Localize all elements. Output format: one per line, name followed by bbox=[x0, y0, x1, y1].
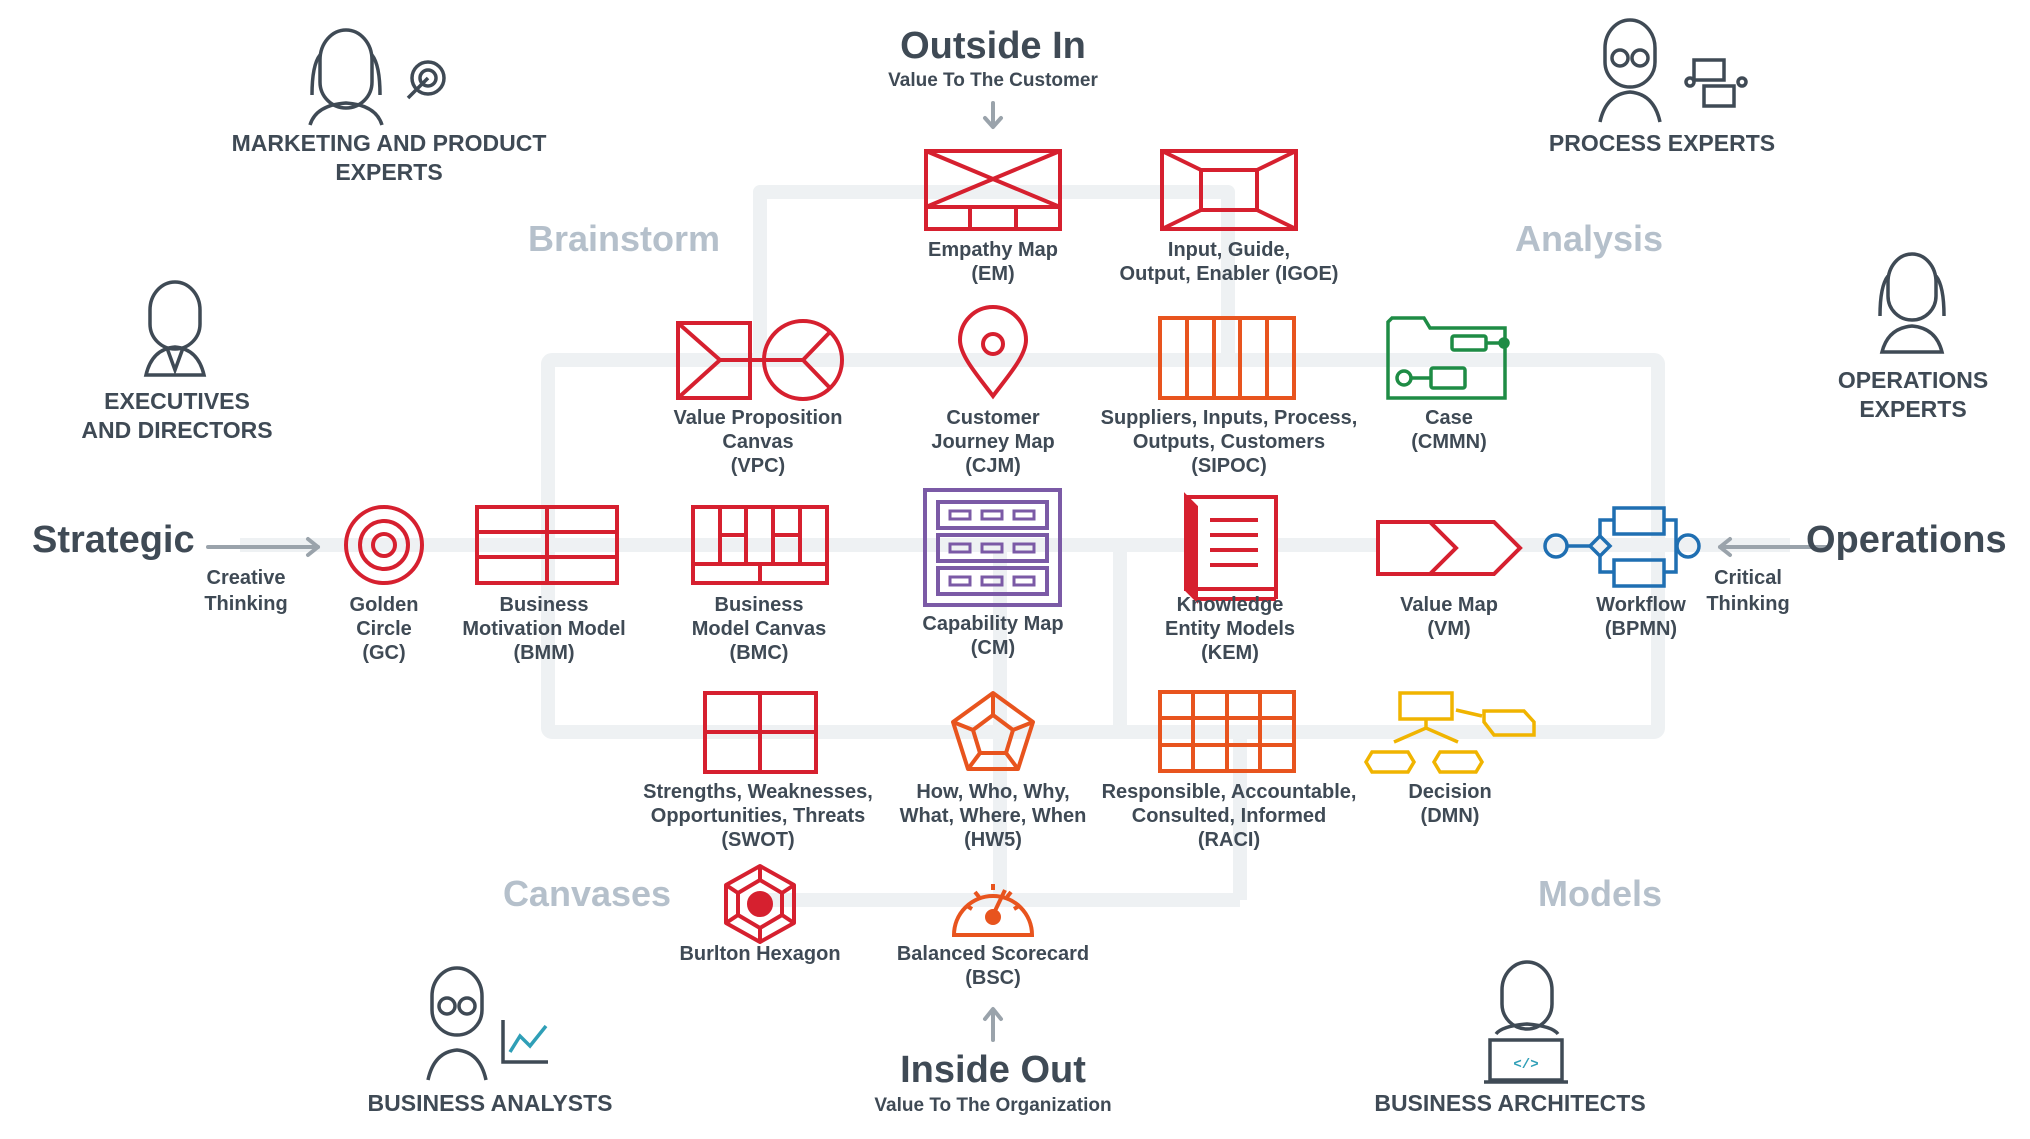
bmm-icon bbox=[475, 505, 619, 585]
analyst-persona-icon bbox=[426, 966, 548, 1081]
axis-bottom-subtitle: Value To The Organization bbox=[874, 1095, 1112, 1116]
label-burlton: Burlton Hexagon bbox=[679, 943, 841, 965]
architect-persona-icon: </> bbox=[1484, 960, 1568, 1084]
bpmn-workflow-icon bbox=[1543, 506, 1701, 588]
label-vm: Value Map(VM) bbox=[1400, 594, 1498, 640]
capability-map-icon bbox=[923, 488, 1062, 607]
empathy-map-icon bbox=[924, 149, 1062, 231]
value-map-icon bbox=[1376, 520, 1523, 576]
axis-right-title: Operations bbox=[1806, 519, 2007, 561]
label-raci: Responsible, Accountable,Consulted, Info… bbox=[1101, 781, 1357, 851]
label-dmn: Decision(DMN) bbox=[1408, 781, 1492, 827]
cmmn-case-icon bbox=[1386, 316, 1510, 400]
quadrant-models: Models bbox=[1537, 873, 1663, 914]
golden-circle-icon bbox=[344, 505, 424, 585]
hw5-pentagon-icon bbox=[951, 691, 1035, 771]
label-bsc: Balanced Scorecard(BSC) bbox=[896, 943, 1090, 989]
operations-persona-icon bbox=[1878, 252, 1946, 354]
igoe-icon bbox=[1160, 149, 1298, 231]
bsc-gauge-icon bbox=[951, 884, 1035, 937]
label-em: Empathy Map(EM) bbox=[927, 239, 1059, 285]
axis-top-subtitle: Value To The Customer bbox=[888, 70, 1098, 91]
axis-bottom-title: Inside Out bbox=[900, 1049, 1086, 1091]
process-persona-icon bbox=[1598, 18, 1748, 123]
kem-book-icon bbox=[1184, 492, 1278, 604]
raci-grid-icon bbox=[1158, 690, 1296, 773]
label-igoe: Input, Guide,Output, Enabler (IGOE) bbox=[1119, 239, 1339, 285]
axis-arrows bbox=[206, 101, 1829, 1042]
sipoc-icon bbox=[1158, 316, 1296, 400]
label-swot: Strengths, Weaknesses,Opportunities, Thr… bbox=[643, 781, 873, 851]
axis-top-title: Outside In bbox=[900, 25, 1086, 67]
label-bpmn: Workflow(BPMN) bbox=[1596, 594, 1686, 640]
quadrant-canvases: Canvases bbox=[502, 873, 672, 914]
persona-process: PROCESS EXPERTS bbox=[1548, 130, 1776, 156]
burlton-hexagon-icon bbox=[724, 864, 796, 944]
label-cm: Capability Map(CM) bbox=[922, 613, 1064, 659]
cjm-pin-icon bbox=[957, 305, 1029, 400]
label-hw5: How, Who, Why,What, Where, When(HW5) bbox=[899, 781, 1087, 851]
label-cmmn: Case(CMMN) bbox=[1411, 407, 1487, 453]
marketing-persona-icon bbox=[308, 28, 446, 126]
quadrant-brainstorm: Brainstorm bbox=[527, 218, 721, 259]
quadrant-analysis: Analysis bbox=[1514, 218, 1664, 259]
executive-persona-icon bbox=[143, 280, 207, 377]
label-sipoc: Suppliers, Inputs, Process,Outputs, Cust… bbox=[1100, 407, 1358, 477]
dmn-decision-icon bbox=[1363, 691, 1536, 774]
persona-analysts: BUSINESS ANALYSTS bbox=[367, 1090, 613, 1116]
vpc-icon bbox=[676, 319, 844, 401]
persona-architects: BUSINESS ARCHITECTS bbox=[1374, 1090, 1646, 1116]
svg-text:</>: </> bbox=[1513, 1057, 1538, 1073]
axis-left-title: Strategic bbox=[32, 519, 195, 561]
bmc-icon bbox=[691, 505, 829, 585]
swot-icon bbox=[703, 691, 818, 774]
